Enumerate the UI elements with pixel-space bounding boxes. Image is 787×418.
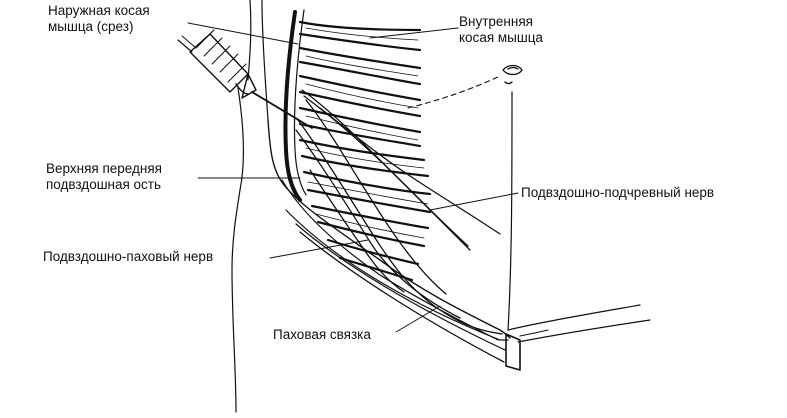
ligament-band — [285, 209, 651, 371]
leader-lines — [187, 22, 519, 333]
label-external-oblique: Наружная косая мышца (срез) — [48, 3, 150, 35]
nerves — [295, 89, 503, 335]
label-asis: Верхняя передняя подвздошная ость — [46, 161, 162, 193]
midline — [507, 91, 513, 331]
body-contour — [231, 0, 269, 413]
umbilicus — [502, 64, 523, 85]
label-internal-oblique: Внутренняя косая мышца — [459, 14, 543, 46]
label-inguinal-ligament-text: Паховая связка — [273, 327, 371, 342]
label-iliohypogastric-text: Подвздошно-подчревный нерв — [521, 185, 715, 200]
label-asis-line2: подвздошная ость — [46, 177, 162, 192]
label-iliohypogastric-nerve: Подвздошно-подчревный нерв — [521, 185, 714, 201]
label-inguinal-ligament: Паховая связка — [273, 327, 371, 343]
label-external-oblique-line2: мышца (срез) — [48, 19, 134, 34]
label-internal-oblique-line2: косая мышца — [459, 30, 543, 45]
label-ilioinguinal-nerve: Подвздошно-паховый нерв — [43, 249, 213, 265]
reference-dash — [407, 75, 501, 109]
syringe — [177, 29, 313, 129]
label-internal-oblique-line1: Внутренняя — [459, 14, 533, 29]
label-external-oblique-line1: Наружная косая — [48, 3, 150, 18]
label-asis-line1: Верхняя передняя — [46, 161, 162, 176]
external-oblique-cut — [267, 9, 511, 341]
label-ilioinguinal-text: Подвздошно-паховый нерв — [43, 249, 214, 264]
